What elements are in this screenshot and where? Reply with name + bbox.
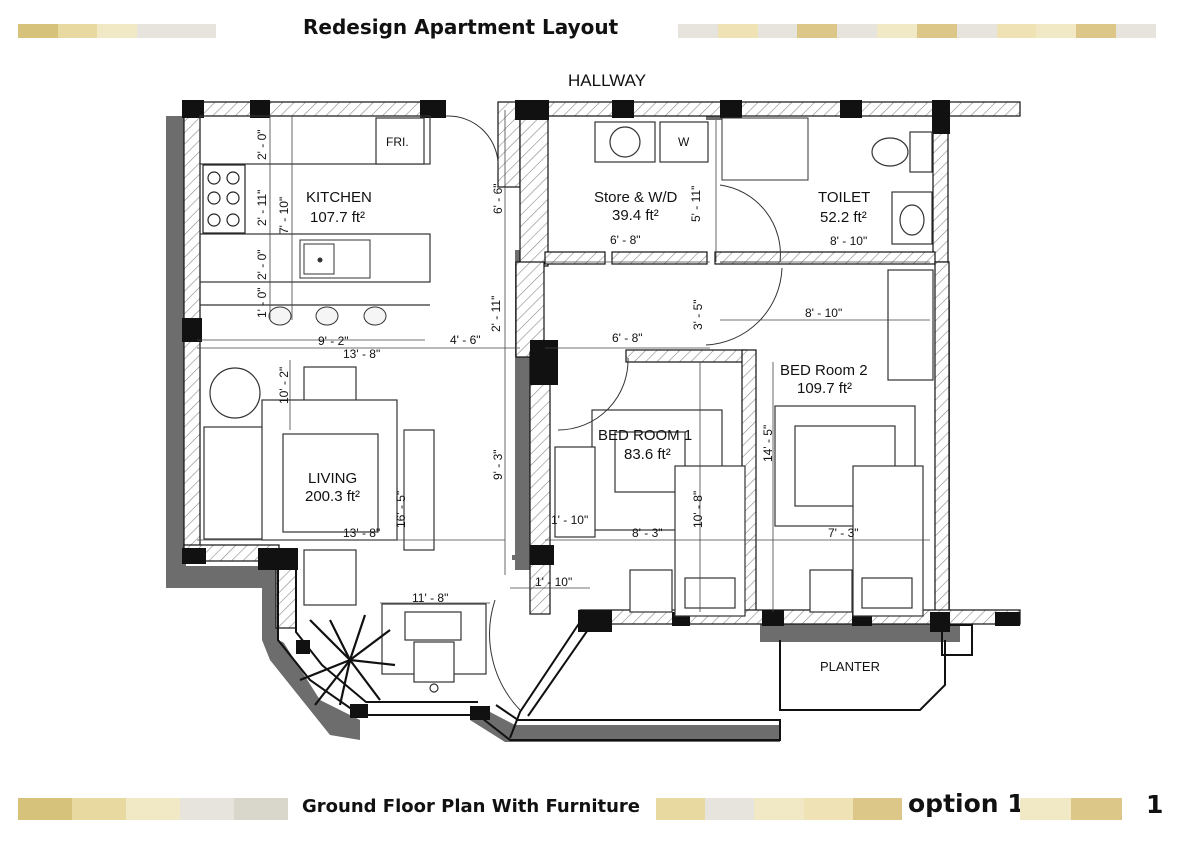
bed2-area: 109.7 ft²	[797, 380, 852, 397]
dim-label: 10' - 2"	[277, 367, 291, 404]
page-number: 1	[1146, 790, 1164, 819]
bay-walls	[277, 560, 973, 741]
dim-label: 10' - 8"	[691, 491, 705, 528]
footer-strip-middle	[656, 798, 903, 820]
dim-label: 8' - 10"	[830, 234, 867, 248]
dim-label: 1' - 10"	[551, 513, 588, 527]
dim-label: 1' - 0"	[255, 287, 269, 318]
fridge-icon	[375, 117, 425, 165]
study-desk	[381, 603, 487, 693]
header-strip-left	[18, 24, 216, 38]
header-strip-right	[678, 24, 1156, 38]
dim-label: 7' - 3"	[828, 526, 859, 540]
dim-label: 9' - 3"	[491, 449, 505, 480]
dim-label: 13' - 8"	[343, 526, 380, 540]
kitchen-counter	[199, 115, 431, 306]
dim-label: 6' - 8"	[610, 233, 641, 247]
dim-label: 2' - 11"	[255, 190, 269, 226]
dim-label: 11' - 8"	[412, 591, 448, 605]
living-name: LIVING	[308, 470, 357, 487]
shower-tray	[721, 117, 809, 181]
plan-title: Ground Floor Plan With Furniture	[302, 796, 641, 817]
fridge-label: FRI.	[386, 135, 409, 149]
store-name: Store & W/D	[594, 189, 678, 206]
washer-icon	[594, 121, 709, 163]
living-furniture	[203, 366, 435, 606]
toilet-name: TOILET	[818, 189, 870, 206]
kitchen-area: 107.7 ft²	[310, 209, 365, 226]
dim-label: 2' - 11"	[489, 296, 503, 332]
dim-label: 1' - 10"	[535, 575, 572, 589]
footer-strip-right	[1020, 798, 1122, 820]
columns	[182, 100, 1020, 720]
bedroom2-furniture	[774, 269, 934, 617]
living-area: 200.3 ft²	[305, 488, 360, 505]
page-title: Redesign Apartment Layout	[303, 15, 619, 39]
dim-label: 13' - 8"	[343, 347, 380, 361]
option-label: option 1	[908, 789, 1025, 818]
kitchen-sink-icon	[299, 239, 371, 279]
toilet-area: 52.2 ft²	[820, 209, 867, 226]
dimension-lines	[197, 110, 930, 612]
header: Redesign Apartment Layout	[0, 0, 1200, 60]
bed1-name: BED ROOM 1	[598, 427, 692, 444]
hallway-label: HALLWAY	[568, 71, 646, 90]
bedroom1-furniture	[554, 409, 746, 617]
dim-label: 5' - 11"	[689, 186, 703, 222]
planter-label: PLANTER	[820, 659, 880, 674]
dim-label: 14' - 5"	[761, 425, 775, 462]
dim-label: 8' - 3"	[632, 526, 663, 540]
dim-label: 6' - 6"	[491, 183, 505, 214]
footer-strip-left	[18, 798, 288, 820]
dim-label: 2' - 0"	[255, 129, 269, 160]
toilet-icon	[871, 131, 933, 245]
dim-label: 9' - 2"	[318, 334, 349, 348]
palm-plant-icon	[299, 614, 396, 706]
washer-label: W	[678, 135, 690, 149]
dim-label: 4' - 6"	[450, 333, 481, 347]
bed1-area: 83.6 ft²	[624, 446, 671, 463]
dim-label: 7' - 10"	[277, 197, 291, 234]
dim-label: 6' - 8"	[612, 331, 643, 345]
bed2-name: BED Room 2	[780, 362, 868, 379]
bar-stools	[268, 306, 387, 326]
store-area: 39.4 ft²	[612, 207, 659, 224]
dim-label: 16' - 5"	[394, 491, 408, 528]
dim-label: 8' - 10"	[805, 306, 842, 320]
dim-label: 3' - 5"	[691, 299, 705, 330]
dim-label: 2' - 0"	[255, 249, 269, 280]
stove-icon	[202, 164, 246, 234]
kitchen-name: KITCHEN	[306, 189, 372, 206]
